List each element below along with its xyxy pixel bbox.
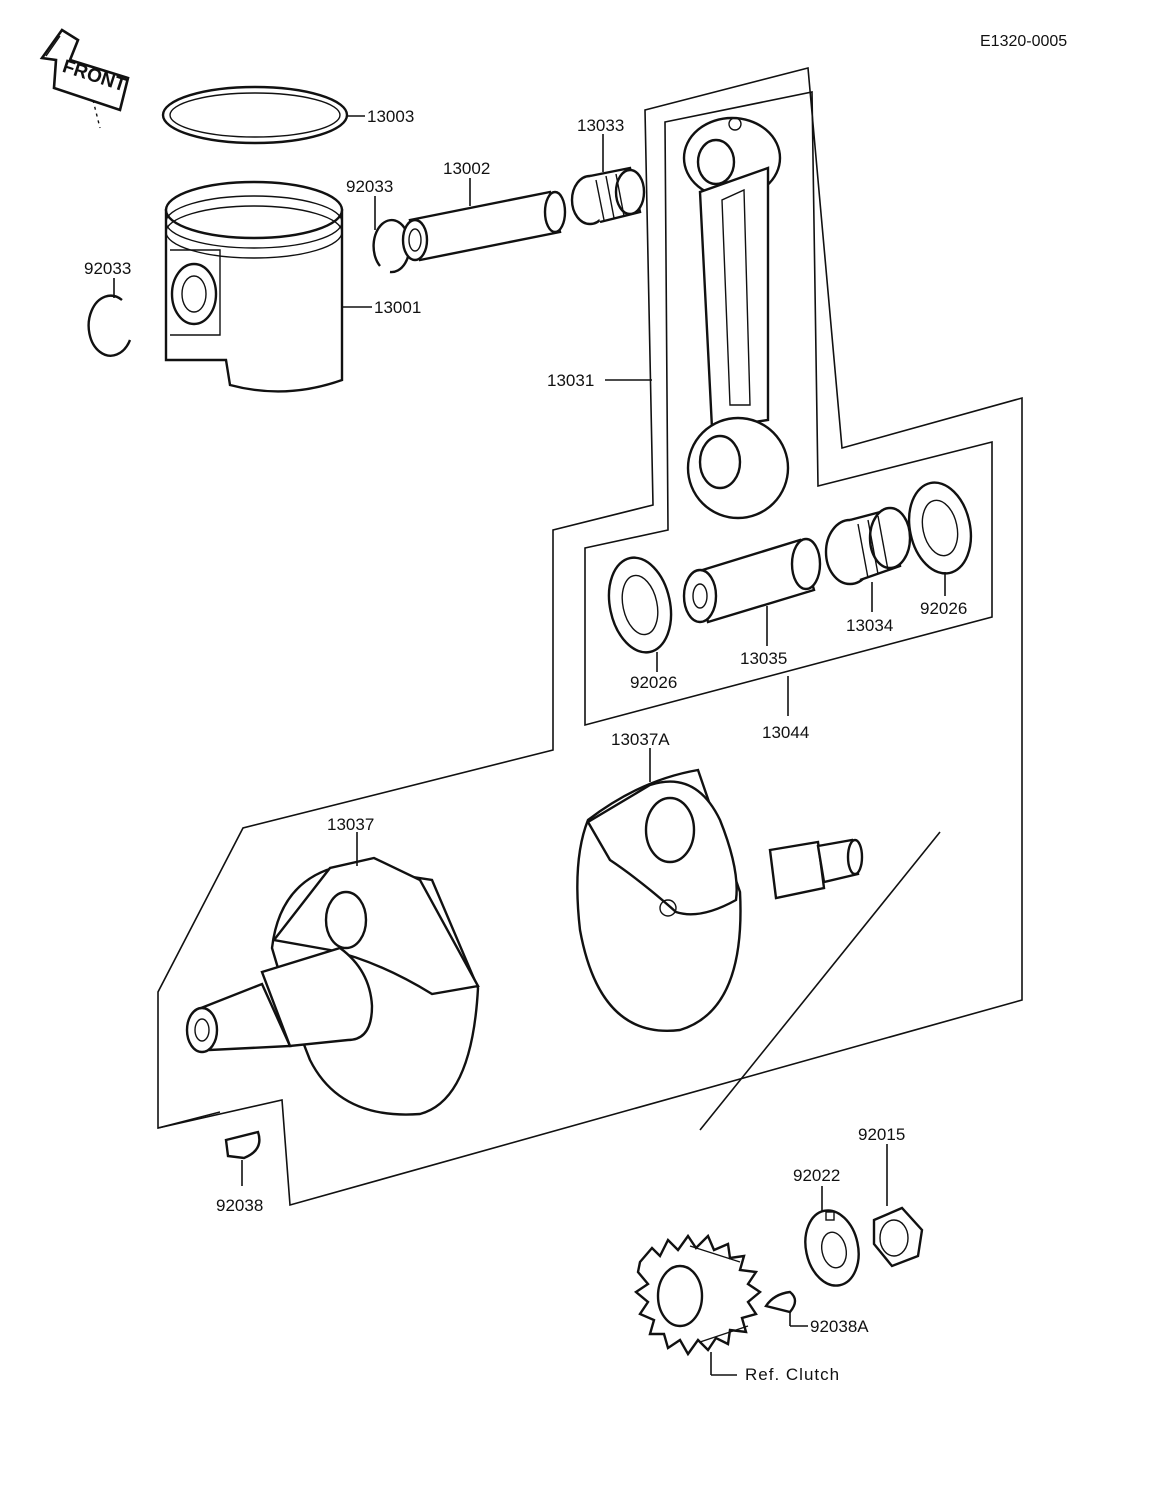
primary-gear bbox=[633, 1233, 763, 1357]
front-arrow-icon bbox=[39, 28, 130, 129]
lock-washer bbox=[804, 1209, 860, 1287]
label-piston: 13001 bbox=[374, 298, 421, 317]
small-end-bearing bbox=[570, 166, 646, 226]
nut bbox=[872, 1206, 924, 1268]
woodruff-key-gear bbox=[764, 1290, 797, 1314]
woodruff-key-left bbox=[224, 1130, 261, 1160]
thrust-washer-left bbox=[607, 556, 673, 654]
label-conrod: 13031 bbox=[547, 371, 594, 390]
flywheel-left bbox=[185, 856, 480, 1116]
diagram-code: E1320-0005 bbox=[980, 33, 1067, 50]
group-outline-rod bbox=[584, 91, 993, 727]
clip-right bbox=[372, 218, 411, 274]
group-outline-outer bbox=[157, 66, 1023, 1207]
clip-left bbox=[87, 294, 132, 357]
label-flywheel-right: 13037A bbox=[611, 730, 670, 749]
connecting-rod bbox=[682, 116, 790, 520]
label-washer-right: 92026 bbox=[920, 599, 967, 618]
group-outline-key bbox=[157, 1111, 221, 1129]
label-key-gear: 92038A bbox=[810, 1317, 869, 1336]
label-nut: 92015 bbox=[858, 1125, 905, 1144]
piston-pin bbox=[401, 190, 567, 262]
reference-note: Ref. Clutch bbox=[745, 1365, 840, 1384]
label-clip-right: 92033 bbox=[346, 177, 393, 196]
label-ring: 13003 bbox=[367, 107, 414, 126]
label-washer-left: 92026 bbox=[630, 673, 677, 692]
label-big-end: 13034 bbox=[846, 616, 893, 635]
label-small-end: 13033 bbox=[577, 116, 624, 135]
crank-pin bbox=[682, 537, 822, 624]
label-clip-left: 92033 bbox=[84, 259, 131, 278]
label-flywheel-left: 13037 bbox=[327, 815, 374, 834]
label-key-left: 92038 bbox=[216, 1196, 263, 1215]
label-lock-washer: 92022 bbox=[793, 1166, 840, 1185]
label-pin: 13002 bbox=[443, 159, 490, 178]
piston bbox=[164, 180, 344, 393]
flywheel-right bbox=[576, 768, 864, 1033]
big-end-bearing bbox=[824, 506, 912, 586]
label-crank-pin: 13035 bbox=[740, 649, 787, 668]
label-rod-kit: 13044 bbox=[762, 723, 809, 742]
thrust-washer-right bbox=[907, 481, 973, 575]
piston-ring bbox=[161, 85, 349, 145]
